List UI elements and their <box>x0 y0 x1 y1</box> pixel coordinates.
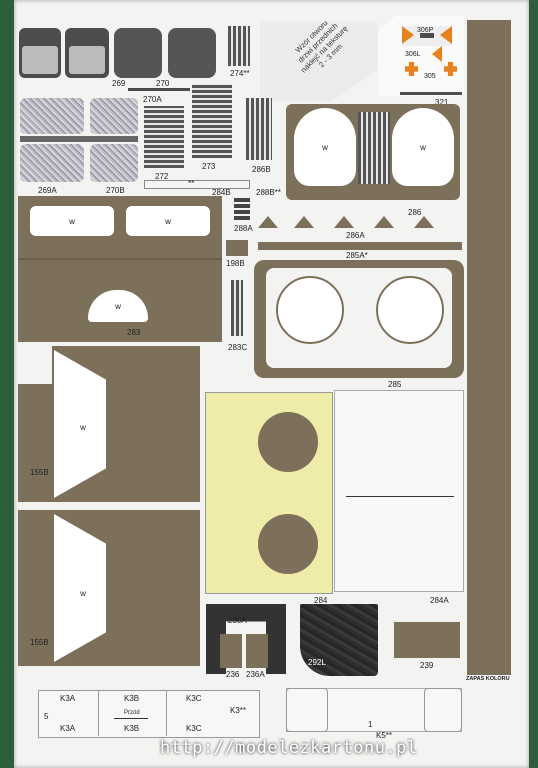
label-321: 321 <box>435 98 449 107</box>
part-198B <box>226 240 248 256</box>
part-236 <box>220 634 242 668</box>
part-283-cutout <box>18 258 222 260</box>
color-reserve-strip <box>467 20 511 675</box>
part-283-window-right: w <box>126 206 210 236</box>
part-K3-strip <box>38 690 260 738</box>
part-284B-bar <box>144 180 250 189</box>
label-239: 239 <box>420 661 434 670</box>
part-286-lamp-right: w <box>392 108 454 186</box>
part-292L <box>300 604 378 676</box>
label-283: 283 <box>127 328 141 337</box>
arrow-przod <box>114 718 148 719</box>
label-przod: Przód <box>124 710 140 716</box>
label-K3C-bottom: K3C <box>186 724 202 733</box>
label-305: 305 <box>424 73 436 80</box>
label-284: 284 <box>314 596 328 605</box>
label-K3C-top: K3C <box>186 694 202 703</box>
part-284-hole-top <box>258 412 318 472</box>
label-285A: 285A* <box>346 251 368 260</box>
label-5: 5 <box>44 712 49 721</box>
part-K5-strip <box>286 688 462 732</box>
part-286B <box>246 98 272 160</box>
label-155B-2: 155B <box>30 638 49 647</box>
label-K5: K5** <box>376 731 393 740</box>
label-270: 270 <box>156 79 170 88</box>
label-K3A-bottom: K3A <box>60 724 76 733</box>
label-K3B-bottom: K3B <box>124 724 140 733</box>
part-306P-mid <box>420 33 434 38</box>
part-155B-upper-flap <box>18 346 52 384</box>
label-272: 272 <box>155 172 169 181</box>
part-269A-top <box>20 98 84 134</box>
part-155B-lower <box>18 510 200 666</box>
part-286-grille <box>358 112 390 184</box>
part-155B-upper-window: w <box>62 398 104 456</box>
part-288A <box>234 196 250 220</box>
part-270B-bottom <box>90 144 138 182</box>
label-273: 273 <box>202 162 216 171</box>
label-K3: K3** <box>230 706 247 715</box>
label-1: 1 <box>368 720 373 729</box>
label-230A: 230A <box>228 616 247 625</box>
part-283-window-left: w <box>30 206 114 236</box>
part-K5-left <box>286 688 328 732</box>
color-reserve-label: ZAPAS KOLORU <box>466 676 510 682</box>
label-286B: 286B <box>252 165 271 174</box>
label-269: 269 <box>112 79 126 88</box>
part-270-a <box>114 28 162 78</box>
part-K5-right <box>424 688 462 732</box>
part-285A-strip <box>258 242 462 250</box>
part-284A-panel <box>334 390 464 592</box>
label-288A: 288A <box>234 224 253 233</box>
watermark-url: http://modelezkartonu.pl <box>160 738 418 758</box>
part-285-lamp-right <box>376 276 444 344</box>
part-285-lamp-left <box>276 276 344 344</box>
part-274 <box>228 26 250 66</box>
label-270A: 270A <box>143 95 162 104</box>
label-284A: 284A <box>430 596 449 605</box>
part-236A <box>246 634 268 668</box>
label-306L: 306L <box>405 51 421 58</box>
part-286-lamp-left: w <box>294 108 356 186</box>
label-198B: 198B <box>226 259 245 268</box>
part-269A-stripe <box>20 136 138 142</box>
part-284-hole-bottom <box>258 514 318 574</box>
label-K3A-top: K3A <box>60 694 76 703</box>
part-283C <box>231 280 243 336</box>
part-321-bar <box>400 92 462 95</box>
part-270A-bar <box>128 88 190 91</box>
label-288B: 288B** <box>256 188 281 197</box>
part-155B-lower-window: w <box>62 566 104 620</box>
part-270B-top <box>90 98 138 134</box>
label-stars: ** <box>188 179 195 188</box>
label-269A: 269A <box>38 186 57 195</box>
label-155B-1: 155B <box>30 468 49 477</box>
label-283C: 283C <box>228 343 248 352</box>
part-284A-line <box>346 496 454 497</box>
part-306L-right <box>432 46 442 62</box>
part-273 <box>192 84 232 158</box>
part-270-b <box>168 28 216 78</box>
label-236A: 236A <box>246 670 265 679</box>
label-284B: 284B <box>212 188 231 197</box>
part-K3-div-2 <box>166 690 167 736</box>
label-236: 236 <box>226 670 240 679</box>
label-306P: 306P <box>417 27 434 34</box>
label-285: 285 <box>388 380 402 389</box>
label-286A: 286A <box>346 231 365 240</box>
label-K3B-top: K3B <box>124 694 140 703</box>
part-269A-bottom <box>20 144 84 182</box>
part-239 <box>394 622 460 658</box>
label-286: 286 <box>408 208 422 217</box>
part-272 <box>144 106 184 168</box>
label-292L: 292L <box>308 658 326 667</box>
part-269-b-inner <box>69 46 105 74</box>
part-269-a-inner <box>22 46 58 74</box>
part-K3-div-1 <box>98 690 99 736</box>
label-270B: 270B <box>106 186 125 195</box>
label-274: 274** <box>230 69 250 78</box>
